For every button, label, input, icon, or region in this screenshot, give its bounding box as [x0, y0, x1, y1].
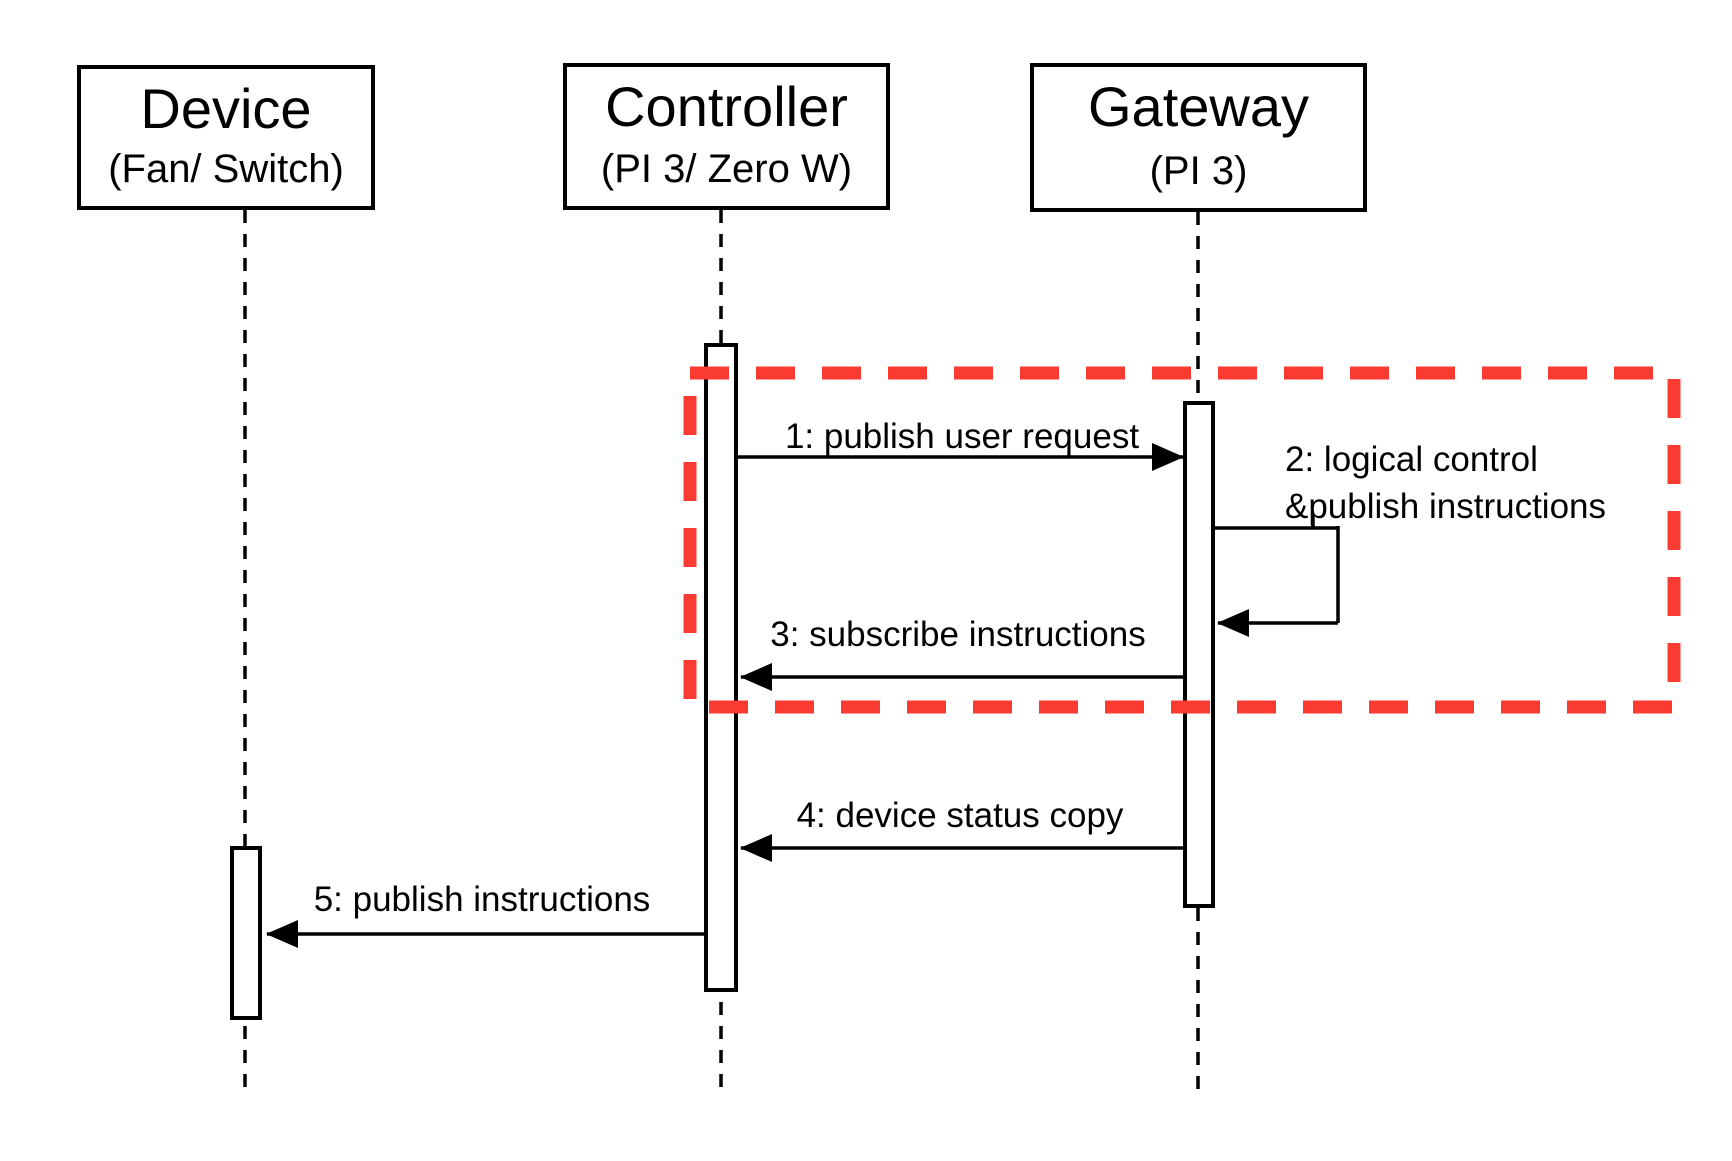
message-2-label-line1: 2: logical control	[1285, 440, 1538, 479]
participant-detail: (PI 3/ Zero W)	[600, 147, 853, 191]
participant-box-device: Device (Fan/ Switch)	[77, 65, 375, 210]
message-5-label: 5: publish instructions	[313, 880, 651, 919]
activation-bar-gateway	[1183, 401, 1215, 908]
message-2-label-line2: &publish instructions	[1285, 487, 1606, 526]
participant-box-gateway: Gateway (PI 3)	[1030, 63, 1367, 212]
participant-name: Gateway	[1088, 75, 1309, 138]
activation-bar-device	[230, 846, 262, 1020]
participant-name: Controller	[605, 75, 848, 138]
participant-box-controller: Controller (PI 3/ Zero W)	[563, 63, 890, 210]
message-4-label: 4: device status copy	[796, 796, 1124, 835]
message-1-label: 1: publish user request	[784, 417, 1140, 456]
message-3-label: 3: subscribe instructions	[770, 615, 1146, 654]
participant-detail: (PI 3)	[1149, 149, 1248, 193]
participant-detail: (Fan/ Switch)	[108, 147, 344, 191]
participant-name: Device	[140, 77, 312, 140]
message-2-label: 2: logical control &publish instructions	[1285, 436, 1606, 530]
activation-bar-controller	[704, 343, 738, 992]
highlight-region	[683, 366, 1681, 714]
